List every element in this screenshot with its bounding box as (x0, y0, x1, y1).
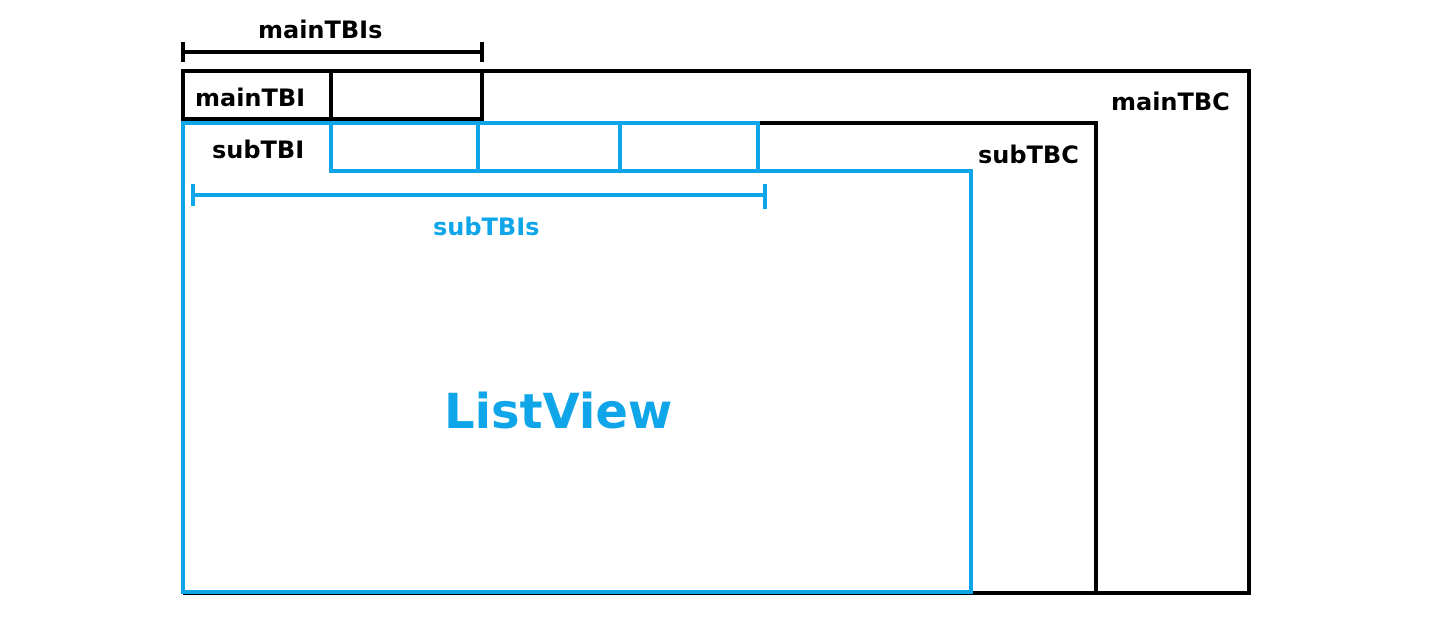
list-view-frame (181, 169, 973, 594)
sub-tbis-bracket (191, 184, 767, 209)
sub-tbi-tab-2 (329, 121, 480, 173)
sub-tbi-label: subTBI (212, 136, 305, 164)
sub-tbc-label: subTBC (978, 141, 1079, 169)
main-tbis-bracket (181, 42, 484, 62)
main-tbc-label: mainTBC (1111, 88, 1230, 116)
main-tbi-tab-2 (329, 69, 484, 121)
sub-tbi-tab-4 (618, 121, 760, 173)
main-tbi-label: mainTBI (195, 84, 306, 112)
list-view-label: ListView (444, 384, 673, 440)
sub-tbc-frame (758, 121, 1098, 593)
main-tbis-label: mainTBIs (258, 16, 383, 44)
sub-tbi-tab-3 (476, 121, 622, 173)
main-tbc-frame (183, 69, 1251, 595)
sub-tbis-label: subTBIs (433, 213, 540, 241)
